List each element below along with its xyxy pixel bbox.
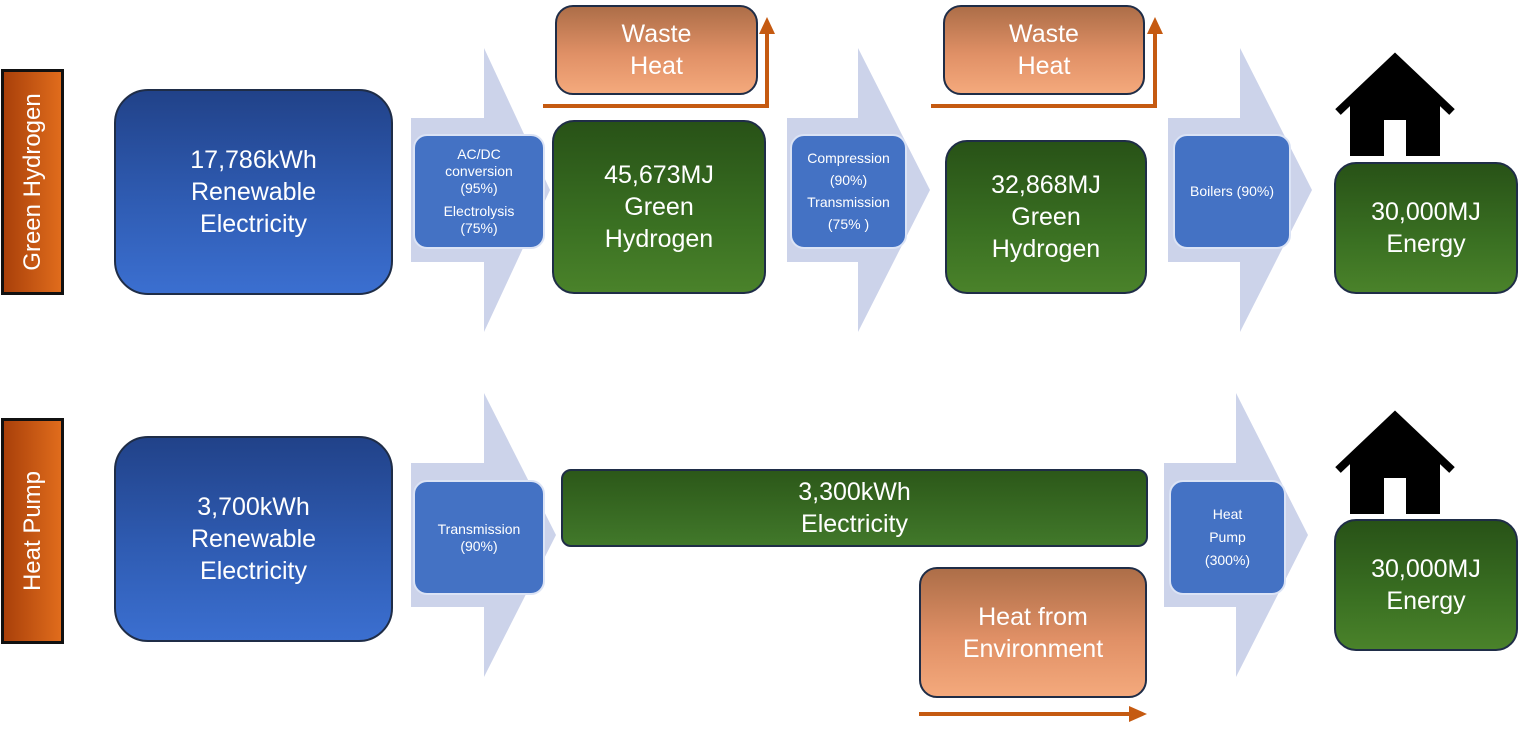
hydrogen-output-box: 30,000MJ Energy — [1334, 162, 1518, 294]
house-icon — [1335, 52, 1455, 156]
hydrogen-input-box: 17,786kWh Renewable Electricity — [114, 89, 393, 295]
heatpump-step-transmission: Transmission (90%) — [413, 480, 545, 595]
heat-from-environment-box: Heat from Environment — [919, 567, 1147, 698]
hydrogen-step-compression: Compression (90%) Transmission (75% ) — [790, 134, 907, 249]
house-icon — [1335, 410, 1455, 514]
waste-heat-box-2: Waste Heat — [943, 5, 1145, 95]
hydrogen-stage-1-box: 45,673MJ Green Hydrogen — [552, 120, 766, 294]
heatpump-step-heat-pump: Heat Pump (300%) — [1169, 480, 1286, 595]
row-label-heat-pump: Heat Pump — [1, 418, 64, 644]
heatpump-input-box: 3,700kWh Renewable Electricity — [114, 436, 393, 642]
waste-heat-arrow-2 — [931, 30, 1157, 108]
hydrogen-step-boilers: Boilers (90%) — [1173, 134, 1291, 249]
heatpump-electricity-box: 3,300kWh Electricity — [561, 469, 1148, 547]
heatpump-output-box: 30,000MJ Energy — [1334, 519, 1518, 651]
row-label-green-hydrogen: Green Hydrogen — [1, 69, 64, 295]
hydrogen-step-conversion: AC/DC conversion (95%) Electrolysis (75%… — [413, 134, 545, 249]
hydrogen-stage-2-box: 32,868MJ Green Hydrogen — [945, 140, 1147, 294]
waste-heat-box-1: Waste Heat — [555, 5, 758, 95]
waste-heat-arrow-1 — [543, 30, 769, 108]
